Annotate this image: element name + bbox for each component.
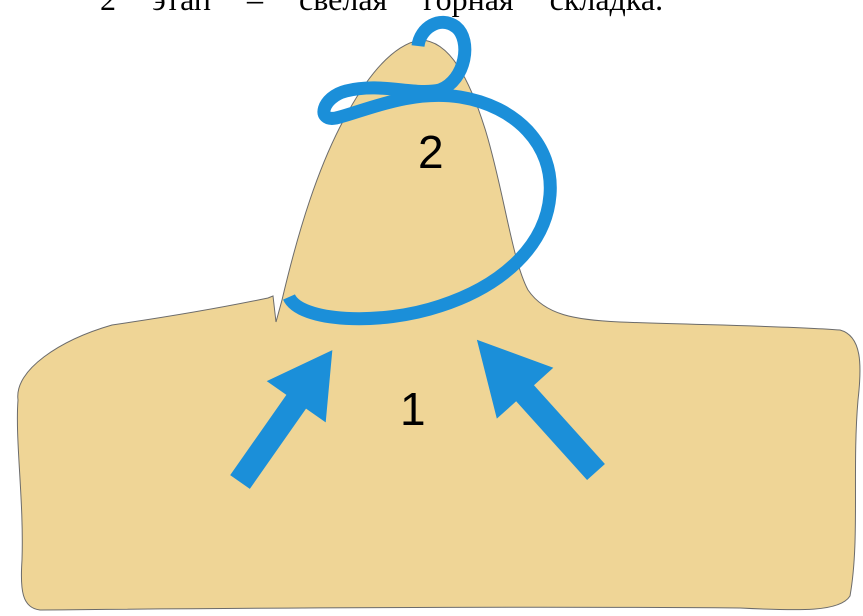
label-1: 1 xyxy=(400,383,426,435)
label-2: 2 xyxy=(418,126,444,178)
